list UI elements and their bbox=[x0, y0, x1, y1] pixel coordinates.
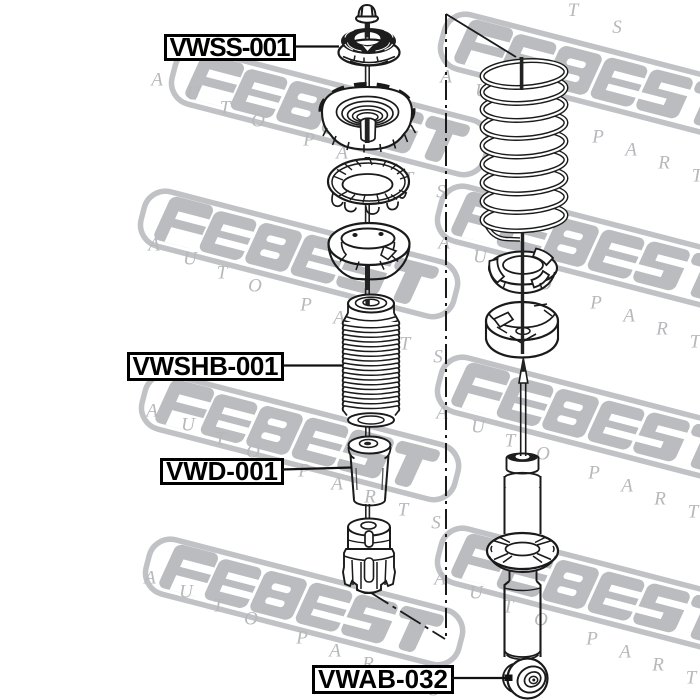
svg-text:VWD-001: VWD-001 bbox=[166, 456, 278, 486]
svg-text:S: S bbox=[612, 17, 622, 38]
svg-text:VWAB-032: VWAB-032 bbox=[318, 664, 448, 694]
svg-text:VWSS-001: VWSS-001 bbox=[170, 32, 291, 62]
svg-text:T: T bbox=[568, 0, 580, 21]
svg-text:VWSHB-001: VWSHB-001 bbox=[133, 351, 279, 381]
